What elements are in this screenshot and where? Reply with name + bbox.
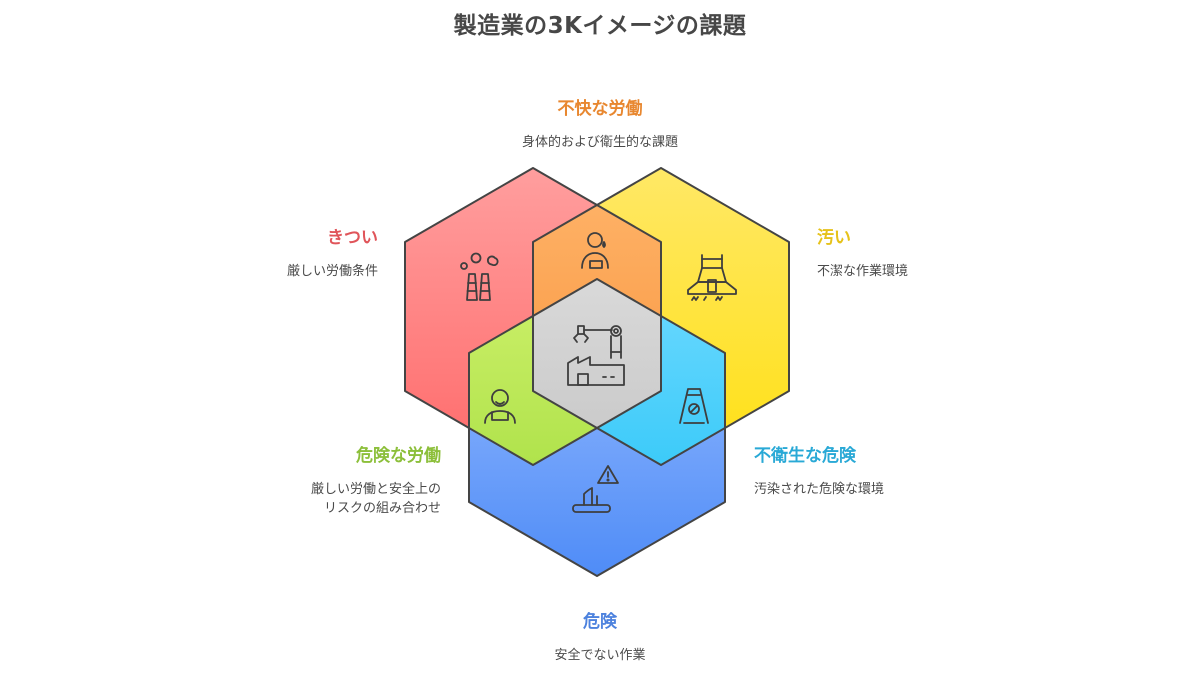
diagram-title: 製造業の3Kイメージの課題 bbox=[453, 13, 747, 39]
label-kiken: 危険 安全でない作業 bbox=[450, 607, 750, 665]
heading-kitanai: 汚い bbox=[817, 228, 851, 248]
hazard-warning-icon bbox=[572, 465, 619, 513]
desc-unpleasant-labor: 身体的および衛生的な課題 bbox=[521, 135, 678, 150]
smokestacks-icon bbox=[460, 252, 499, 301]
dirty-machine-icon bbox=[687, 254, 737, 301]
heading-dangerous-labor: 危険な労働 bbox=[356, 446, 441, 466]
desc-unsanitary-danger: 汚染された危険な環境 bbox=[754, 482, 885, 497]
heading-kiken: 危険 bbox=[583, 612, 617, 632]
desc-kitanai: 不潔な作業環境 bbox=[817, 264, 909, 279]
label-unsanitary-danger: 不衛生な危険 汚染された危険な環境 bbox=[754, 441, 994, 499]
factory-robot-arm-icon bbox=[567, 325, 625, 386]
label-unpleasant-labor: 不快な労働 身体的および衛生的な課題 bbox=[450, 94, 750, 152]
label-kitsui: きつい 厳しい労働条件 bbox=[200, 223, 378, 281]
desc-dangerous-labor: 厳しい労働と安全上の リスクの組み合わせ bbox=[310, 482, 441, 516]
heading-unpleasant-labor: 不快な労働 bbox=[557, 99, 643, 119]
heading-unsanitary-danger: 不衛生な危険 bbox=[754, 446, 856, 466]
worker-icon bbox=[484, 389, 516, 424]
label-dangerous-labor: 危険な労働 厳しい労働と安全上の リスクの組み合わせ bbox=[200, 441, 441, 518]
heading-kitsui: きつい bbox=[327, 228, 378, 248]
wet-floor-sign-icon bbox=[679, 388, 709, 424]
desc-kitsui: 厳しい労働条件 bbox=[286, 264, 378, 279]
sweating-worker-icon bbox=[581, 232, 609, 269]
label-kitanai: 汚い 不潔な作業環境 bbox=[817, 223, 1017, 281]
desc-kiken: 安全でない作業 bbox=[554, 648, 646, 663]
